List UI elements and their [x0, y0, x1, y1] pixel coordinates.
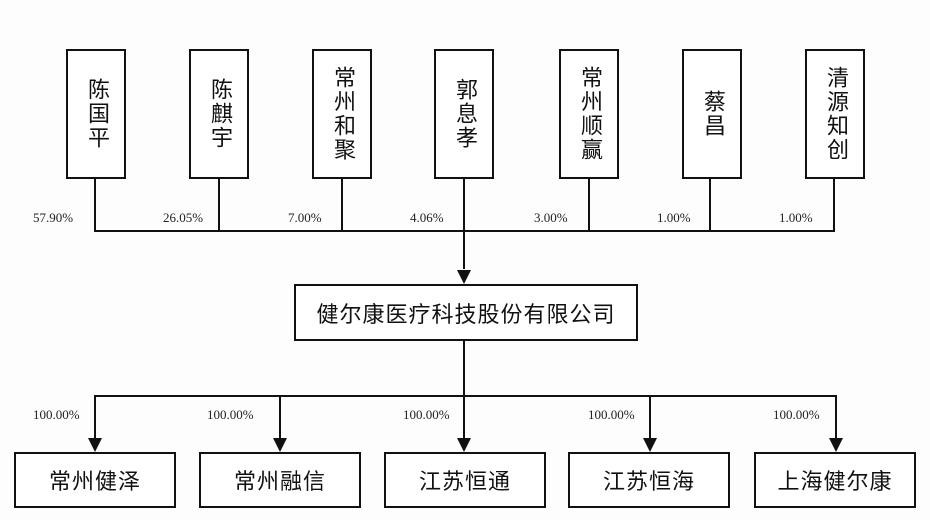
shareholder-box-changzhou-heju: 常州和聚: [312, 49, 372, 179]
subsidiary-pct: 100.00%: [207, 407, 254, 422]
shareholder-name: 郭息孝: [452, 78, 477, 150]
connector-line: [279, 395, 281, 440]
arrow-down-icon: [829, 438, 843, 452]
arrow-down-icon: [643, 438, 657, 452]
shareholder-box-chen-guoping: 陈国平: [66, 49, 126, 179]
subsidiary-pct: 100.00%: [773, 407, 820, 422]
shareholder-name: 清源知创: [823, 66, 848, 162]
arrow-down-icon: [457, 438, 471, 452]
shareholder-box-chen-qiyu: 陈麒宇: [189, 49, 249, 179]
subsidiary-box-jiangsu-hengtong: 江苏恒通: [384, 452, 546, 508]
connector-line: [218, 179, 220, 232]
subsidiary-pct: 100.00%: [33, 407, 80, 422]
shareholder-box-guo-xixiao: 郭息孝: [434, 49, 494, 179]
connector-line: [463, 341, 465, 439]
subsidiary-name: 江苏恒海: [602, 470, 695, 495]
connector-line: [835, 395, 837, 440]
shareholder-name: 常州和聚: [330, 66, 355, 162]
shareholder-name: 陈国平: [84, 78, 109, 150]
shareholding-pct: 1.00%: [779, 210, 813, 225]
subsidiary-name: 江苏恒通: [418, 470, 511, 495]
company-box: 健尔康医疗科技股份有限公司: [294, 284, 638, 341]
shareholder-bus-line: [94, 230, 835, 232]
subsidiary-box-jiangsu-henghai: 江苏恒海: [568, 452, 730, 508]
arrow-down-icon: [88, 438, 102, 452]
connector-line: [709, 179, 711, 232]
subsidiary-pct: 100.00%: [588, 407, 635, 422]
subsidiary-name: 常州健泽: [48, 470, 141, 495]
connector-line: [94, 179, 96, 232]
arrow-down-icon: [457, 270, 471, 284]
subsidiary-box-changzhou-rongxin: 常州融信: [199, 452, 361, 508]
connector-line: [833, 179, 835, 232]
shareholding-pct: 7.00%: [288, 210, 322, 225]
shareholder-box-qingyuan-zhichuang: 清源知创: [805, 49, 865, 179]
shareholder-name: 常州顺赢: [577, 66, 602, 162]
connector-line: [649, 395, 651, 440]
connector-line: [341, 179, 343, 232]
shareholder-box-cai-chang: 蔡昌: [682, 49, 742, 179]
shareholder-name: 陈麒宇: [207, 78, 232, 150]
subsidiary-name: 上海健尔康: [777, 470, 893, 495]
company-name: 健尔康医疗科技股份有限公司: [316, 302, 616, 328]
shareholding-pct: 26.05%: [163, 210, 204, 225]
shareholding-pct: 4.06%: [410, 210, 444, 225]
subsidiary-bus-line: [94, 395, 837, 397]
subsidiary-pct: 100.00%: [403, 407, 450, 422]
subsidiary-name: 常州融信: [233, 470, 326, 495]
shareholder-box-changzhou-shunying: 常州顺赢: [559, 49, 619, 179]
subsidiary-box-changzhou-jianze: 常州健泽: [14, 452, 176, 508]
shareholder-name: 蔡昌: [700, 90, 725, 138]
connector-line: [463, 179, 465, 269]
shareholding-pct: 57.90%: [33, 210, 74, 225]
shareholding-pct: 3.00%: [534, 210, 568, 225]
connector-line: [94, 395, 96, 440]
shareholding-pct: 1.00%: [657, 210, 691, 225]
subsidiary-box-shanghai-jianerkang: 上海健尔康: [754, 452, 916, 508]
connector-line: [588, 179, 590, 232]
arrow-down-icon: [273, 438, 287, 452]
